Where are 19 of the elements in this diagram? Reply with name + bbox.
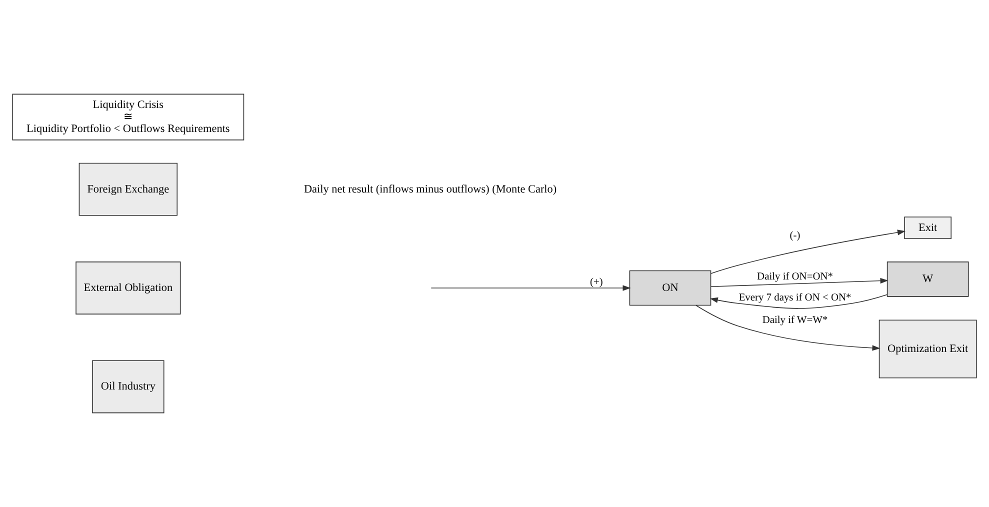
arrow [430,285,631,291]
edge-label: (+) [590,277,603,288]
node-box: ON [629,270,712,306]
arrow [710,294,888,309]
arrow [710,278,888,288]
edge-label: Daily if W=W* [762,314,828,326]
edge-label: Daily if ON=ON* [757,272,833,282]
edge-label: Every 7 days if ON < ON* [738,292,852,304]
node-box: Exit [904,216,952,240]
arrow [696,304,880,351]
node-box: External Obligation [76,262,181,314]
node-box: Optimization Exit [878,320,977,378]
label: Daily net result (inflows minus outflows) (Monte Carlo) [304,183,557,196]
node-box: W [886,262,969,297]
edge-label: (-) [790,230,800,242]
node-box: Foreign Exchange [78,162,178,216]
node-box: Liquidity Crisis ≅ Liquidity Portfolio < Outflows Requirements [12,94,244,140]
arrow [710,230,906,274]
node-box: Oil Industry [92,360,164,414]
